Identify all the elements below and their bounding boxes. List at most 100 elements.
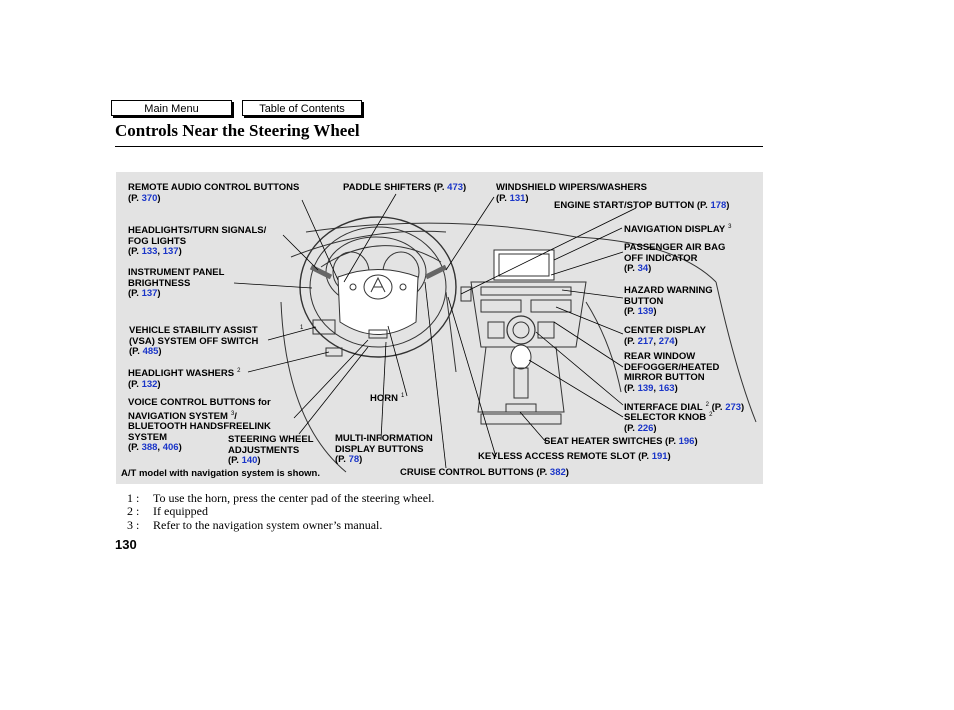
interface-dial-footnote-marker: 2	[705, 402, 709, 408]
cruise-label: CRUISE CONTROL BUTTONS	[400, 467, 534, 478]
wipers-link[interactable]: 131	[509, 192, 526, 204]
footnote-1-text: To use the horn, press the center pad of…	[153, 491, 435, 505]
label-paddle-shifters: PADDLE SHIFTERS (P. 473)	[343, 182, 467, 193]
selector-knob-label: SELECTOR KNOB	[624, 412, 707, 424]
label-airbag: PASSENGER AIR BAG OFF INDICATOR (P. 34)	[624, 242, 726, 274]
diagram-panel	[116, 172, 763, 484]
hazard-label-line2: BUTTON	[624, 295, 664, 307]
label-vsa: VEHICLE STABILITY ASSIST (VSA) SYSTEM OF…	[129, 325, 259, 357]
label-hazard: HAZARD WARNING BUTTON (P. 139)	[624, 285, 713, 317]
multi-info-label-line1: MULTI-INFORMATION	[335, 433, 433, 444]
cruise-link[interactable]: 382	[549, 467, 566, 478]
vsa-footnote-marker: 1	[300, 325, 304, 331]
footnote-3: 3 : Refer to the navigation system owner’…	[127, 518, 382, 533]
hazard-link[interactable]: 139	[637, 306, 654, 317]
label-seat-heater: SEAT HEATER SWITCHES (P. 196)	[544, 436, 698, 447]
headlights-label-line2: FOG LIGHTS	[128, 235, 187, 247]
remote-audio-label: REMOTE AUDIO CONTROL BUTTONS	[128, 182, 300, 193]
label-remote-audio: REMOTE AUDIO CONTROL BUTTONS (P. 370)	[128, 182, 300, 204]
label-engine-start: ENGINE START/STOP BUTTON (P. 178)	[554, 200, 730, 211]
wipers-label: WINDSHIELD WIPERS/WASHERS	[496, 182, 647, 193]
defogger-link-2[interactable]: 163	[658, 382, 675, 394]
headlights-link-2[interactable]: 137	[162, 246, 179, 257]
label-instrument-brightness: INSTRUMENT PANEL BRIGHTNESS (P. 137)	[128, 267, 225, 299]
voice-label-line2: NAVIGATION SYSTEM	[128, 410, 228, 422]
voice-label-line1: VOICE CONTROL BUTTONS for	[128, 397, 271, 408]
engine-start-link[interactable]: 178	[710, 200, 727, 211]
paddle-shifters-link[interactable]: 473	[447, 182, 464, 193]
horn-label: HORN	[370, 393, 398, 405]
center-display-link-2[interactable]: 274	[658, 335, 675, 347]
label-voice-control: VOICE CONTROL BUTTONS for NAVIGATION SYS…	[128, 397, 271, 454]
voice-link-2[interactable]: 406	[162, 442, 179, 454]
airbag-link[interactable]: 34	[637, 263, 649, 274]
defogger-label-line2: DEFOGGER/HEATED	[624, 361, 720, 373]
paddle-shifters-label: PADDLE SHIFTERS	[343, 182, 431, 193]
label-defogger: REAR WINDOW DEFOGGER/HEATED MIRROR BUTTO…	[624, 351, 720, 394]
selector-knob-footnote-marker: 2	[709, 412, 713, 418]
headlights-link-1[interactable]: 133	[141, 246, 158, 257]
headlights-label-line1: HEADLIGHTS/TURN SIGNALS/	[128, 225, 267, 236]
headlight-washers-link[interactable]: 132	[141, 378, 158, 390]
selector-knob-link[interactable]: 226	[637, 422, 654, 434]
horn-footnote-marker: 1	[400, 393, 405, 399]
engine-start-label: ENGINE START/STOP BUTTON	[554, 200, 695, 211]
page-title: Controls Near the Steering Wheel	[115, 121, 360, 140]
voice-link-1[interactable]: 388	[141, 442, 158, 454]
interface-dial-link[interactable]: 273	[725, 402, 742, 414]
diagram-caption: A/T model with navigation system is show…	[121, 468, 321, 479]
nav-display-footnote-marker: 3	[728, 224, 732, 230]
footnote-2-text: If equipped	[153, 504, 208, 518]
airbag-label-line1: PASSENGER AIR BAG	[624, 242, 726, 253]
remote-audio-link[interactable]: 370	[141, 192, 158, 204]
label-wipers: WINDSHIELD WIPERS/WASHERS (P. 131)	[496, 182, 647, 204]
footnote-3-text: Refer to the navigation system owner’s m…	[153, 518, 383, 532]
table-of-contents-button[interactable]: Table of Contents	[242, 100, 362, 116]
label-center-display: CENTER DISPLAY (P. 217, 274)	[624, 325, 706, 347]
instrument-label-line2: BRIGHTNESS	[128, 277, 191, 289]
voice-label-line3: BLUETOOTH HANDSFREELINK	[128, 421, 271, 433]
label-cruise: CRUISE CONTROL BUTTONS (P. 382)	[400, 467, 569, 478]
footnote-1-number: 1 :	[127, 491, 140, 505]
page-number: 130	[115, 537, 137, 552]
defogger-link-1[interactable]: 139	[637, 382, 654, 394]
footnote-2-number: 2 :	[127, 504, 140, 518]
instrument-link[interactable]: 137	[141, 288, 158, 299]
steering-adjust-label-line1: STEERING WHEEL	[228, 434, 314, 445]
label-multi-info: MULTI-INFORMATION DISPLAY BUTTONS (P. 78…	[335, 433, 433, 465]
voice-label-line4: SYSTEM	[128, 431, 168, 443]
hazard-label-line1: HAZARD WARNING	[624, 285, 713, 296]
seat-heater-link[interactable]: 196	[678, 436, 695, 447]
vsa-link[interactable]: 485	[142, 346, 159, 357]
title-divider	[115, 146, 763, 147]
vsa-label-line2: (VSA) SYSTEM OFF SWITCH	[129, 335, 259, 347]
footnote-3-number: 3 :	[127, 518, 140, 532]
steering-adjust-link[interactable]: 140	[241, 455, 258, 466]
defogger-label-line1: REAR WINDOW	[624, 351, 696, 362]
seat-heater-label: SEAT HEATER SWITCHES	[544, 436, 663, 447]
interface-dial-label: INTERFACE DIAL	[624, 402, 703, 414]
keyless-label: KEYLESS ACCESS REMOTE SLOT	[478, 451, 636, 462]
center-display-link-1[interactable]: 217	[637, 335, 654, 347]
main-menu-button[interactable]: Main Menu	[111, 100, 232, 116]
label-steering-adjust: STEERING WHEEL ADJUSTMENTS (P. 140)	[228, 434, 314, 466]
nav-display-label: NAVIGATION DISPLAY	[624, 224, 726, 236]
center-display-label: CENTER DISPLAY	[624, 325, 706, 336]
footnote-2: 2 : If equipped	[127, 504, 208, 519]
multi-info-link[interactable]: 78	[348, 454, 360, 465]
vsa-label-line1: VEHICLE STABILITY ASSIST	[129, 325, 258, 336]
multi-info-label-line2: DISPLAY BUTTONS	[335, 443, 424, 455]
label-headlights: HEADLIGHTS/TURN SIGNALS/ FOG LIGHTS (P. …	[128, 225, 267, 257]
keyless-link[interactable]: 191	[651, 451, 668, 462]
steering-adjust-label-line2: ADJUSTMENTS	[228, 444, 300, 456]
headlight-washers-label: HEADLIGHT WASHERS	[128, 368, 235, 380]
instrument-label-line1: INSTRUMENT PANEL	[128, 267, 225, 278]
defogger-label-line3: MIRROR BUTTON	[624, 372, 705, 383]
dashboard-illustration	[233, 193, 757, 473]
footnote-1: 1 : To use the horn, press the center pad…	[127, 491, 434, 506]
